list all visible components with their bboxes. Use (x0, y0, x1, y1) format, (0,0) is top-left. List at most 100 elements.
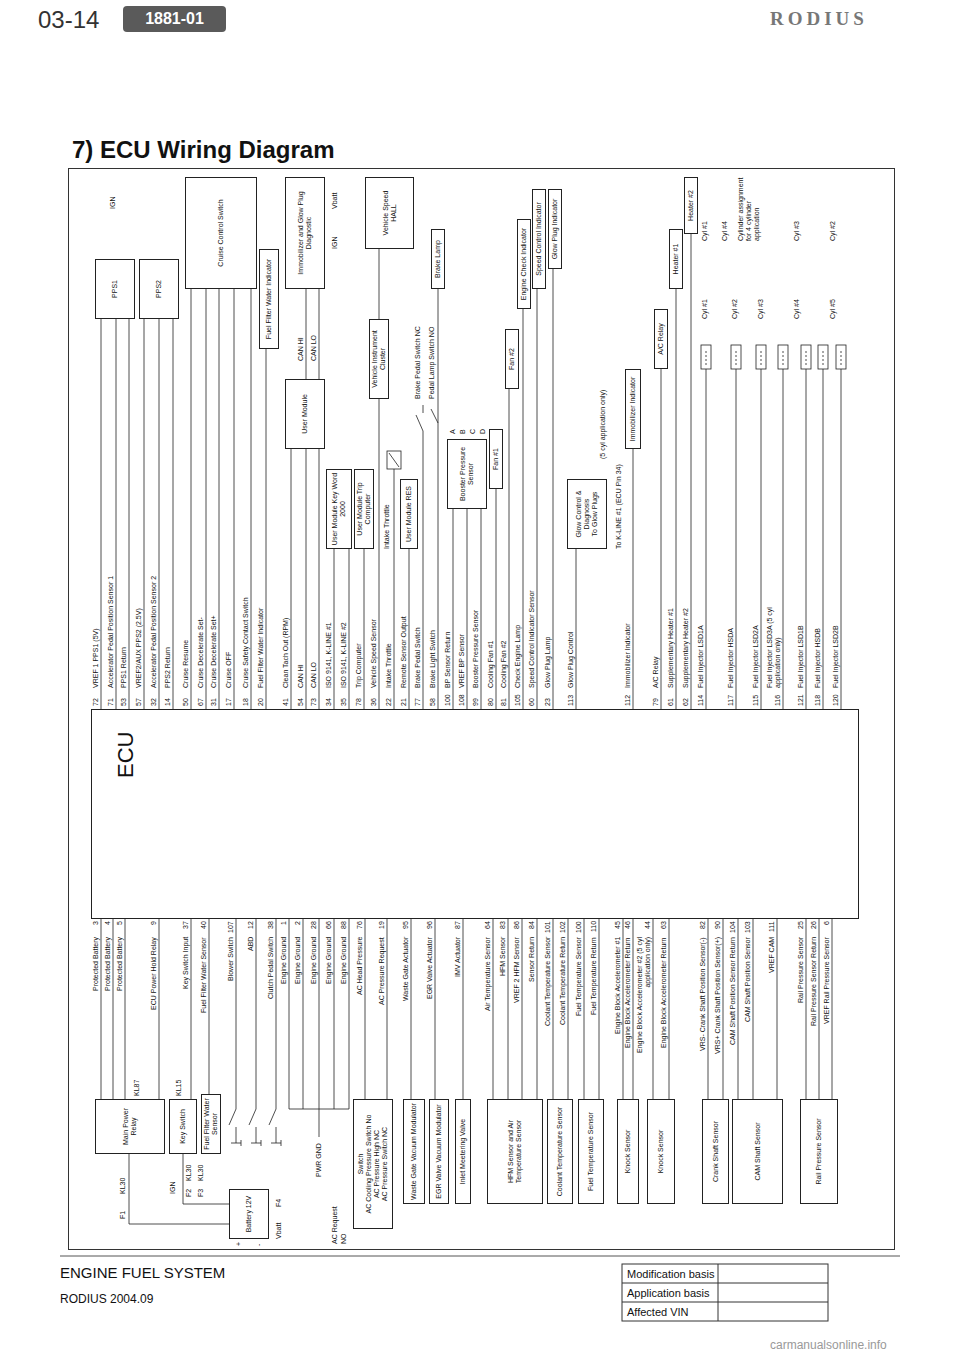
pin-name: Fuel Injector LSD2A (752, 625, 760, 688)
pin-name: VRS+ Crank Shaft Position Sensor(+) (714, 937, 722, 1054)
pin-number: 99 (472, 698, 480, 706)
pin-name: Cruise Decelerate Set- (197, 617, 205, 688)
wire-label: KL30 (185, 1165, 193, 1181)
pin-number: 82 (699, 921, 707, 929)
component-box: User Module (285, 379, 325, 449)
pin-name: Brake Light Switch (429, 630, 437, 688)
component-box: Vehicle Instrument Cluster (369, 319, 389, 399)
wire-label: Cyl #1 (701, 221, 709, 241)
component-label: 1881-01 (145, 9, 204, 29)
pin-name: Fuel Injector LSD2B (832, 625, 840, 688)
component-box: EGR Valve Vacuum Modulator (429, 1099, 449, 1204)
component-label: User Module Key Word 2000 (331, 472, 347, 546)
component-box: PPS2 (139, 259, 179, 319)
wire (676, 289, 677, 709)
component-label: Cruise Control Switch (217, 199, 225, 266)
component-box: Fuel Temperature Sensor (578, 1099, 604, 1204)
component-box: Main Power Relay (95, 1099, 165, 1154)
pin-number: 40 (200, 921, 208, 929)
pin-number: 90 (714, 921, 722, 929)
wire (411, 919, 412, 1099)
pin-number: 64 (484, 921, 492, 929)
component-box: HFM Sensor and Air Temperature Sensor (487, 1099, 543, 1204)
component-label: Heater #1 (672, 244, 680, 275)
injector-wires (706, 369, 841, 709)
component-label: AC Pressure Switch NC (381, 1127, 389, 1201)
component-box: Inlet Meetering Valve (455, 1099, 471, 1204)
component-label: Switch (357, 1154, 365, 1175)
pin-name: Engine Ground (340, 937, 348, 984)
wire (633, 449, 634, 709)
pin-number: 84 (528, 921, 536, 929)
component-box: Glow Plug Indicator (548, 189, 562, 269)
wire (379, 249, 380, 319)
component-label: HALL (390, 204, 398, 222)
pin-number: 118 (814, 695, 822, 706)
pin-name: CAN LO (310, 662, 318, 688)
table-rule (718, 1264, 719, 1321)
component-label: Knock Sensor (657, 1130, 665, 1174)
pin-name: AC Pressure Request (378, 937, 386, 1005)
component-label: Fan #2 (508, 348, 516, 370)
pin-name: PPS2 Return (164, 647, 172, 688)
ecu-box: ECU (91, 709, 859, 919)
wire (266, 349, 267, 709)
wire-label: B (459, 429, 467, 434)
pin-name: VREF2/AUX PPS2 (2.5V) (135, 608, 143, 688)
component-label: Vehicle Speed (382, 191, 390, 236)
component-label: PPS2 (155, 280, 163, 298)
wire (661, 369, 662, 709)
pin-name: ECU Power Hold Relay (150, 937, 158, 1010)
pin-name: Glow Plug Control (567, 632, 575, 688)
pin-name: Trip Computer (355, 644, 363, 688)
wire-label: AC Request (331, 1206, 339, 1244)
pin-name: CAM Shaft Position Sensor Return (729, 937, 737, 1045)
pin-name: Engine Ground (325, 937, 333, 984)
pin-number: 86 (513, 921, 521, 929)
pin-number: 63 (660, 921, 668, 929)
pin-number: 96 (426, 921, 434, 929)
component-box: User Module Key Word 2000 (326, 469, 352, 549)
component-box: Knock Sensor (647, 1099, 675, 1204)
wire-label: C (469, 429, 477, 434)
pin-name: Vehicle Speed Sensor (370, 619, 378, 688)
component-label: Rail Pressure Sensor (815, 1118, 823, 1184)
wire-label: F3 (197, 1189, 205, 1197)
wire (523, 309, 524, 709)
pin-name: Speed Control Indicator Sensor (528, 590, 536, 688)
pin-number: 80 (487, 698, 495, 706)
pin-number: 6 (823, 921, 831, 925)
wire-label: Vbatt (331, 193, 339, 209)
component-box: Knock Sensor (617, 1099, 639, 1204)
component-label: CAM Shaft Sensor (754, 1123, 762, 1181)
wire-label: IGN (331, 237, 339, 249)
wire-label: To K-LINE #1 (ECU Pin 34) (615, 464, 623, 549)
wire (653, 919, 669, 1099)
pin-name: Fuel Injector HSDA (727, 628, 735, 688)
pin-name: Fuel Filter Water Indicator (257, 608, 265, 688)
pin-name: PPS1 Return (120, 647, 128, 688)
pin-number: 21 (400, 698, 408, 706)
page-label: ENGINE FUEL SYSTEM (60, 1264, 225, 1281)
component-label: Glow Plug Indicator (551, 199, 559, 260)
pin-name: Sensor Return (528, 937, 536, 982)
pin-name: Remote Sensor Output (400, 616, 408, 688)
component-label: User Module Trip Computer (356, 472, 372, 546)
pin-number: 9 (150, 921, 158, 925)
pin-number: 28 (310, 921, 318, 929)
wire (553, 919, 568, 1099)
pin-number: 53 (120, 698, 128, 706)
pin-number: 26 (810, 921, 818, 929)
pin-name: ABD (247, 937, 255, 951)
pin-name: Rail Pressure Sensor (797, 937, 805, 1003)
page-label: RODIUS 2004.09 (60, 1292, 153, 1306)
component-label: Heater #2 (687, 190, 695, 221)
component-label: Crank Shaft Sensor (712, 1121, 720, 1182)
pin-number: 121 (797, 694, 805, 706)
component-label: Battery 12V (245, 1196, 253, 1233)
wire (509, 389, 510, 709)
pin-number: 100 (575, 921, 583, 933)
wire (129, 1154, 229, 1224)
component-label: To Glow Plugs (591, 492, 599, 537)
component-box: Coolant Temperature Sensor (547, 1099, 573, 1204)
